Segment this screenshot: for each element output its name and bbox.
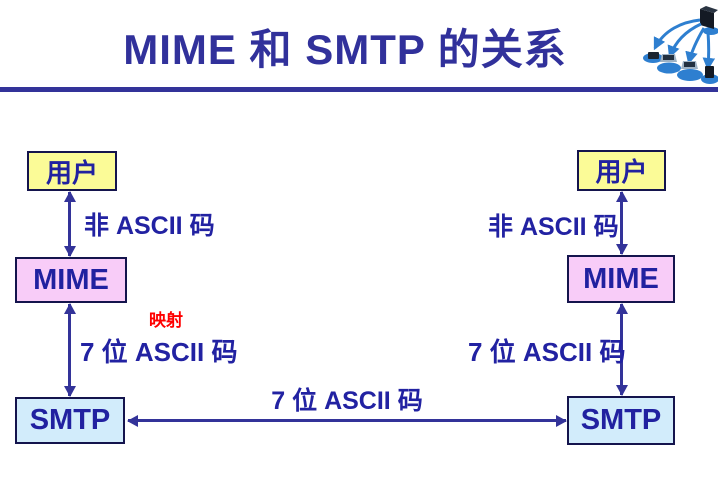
left-mime-smtp-arrow-label: 7 位 ASCII 码 (80, 337, 238, 367)
network-logo-icon (643, 6, 718, 84)
right-smtp-box: SMTP (567, 396, 675, 445)
left-smtp-label: SMTP (29, 404, 111, 436)
right-mime-smtp-arrow (615, 303, 628, 396)
smtp-link-label: 7 位 ASCII 码 (271, 387, 423, 415)
left-mime-box: MIME (15, 257, 127, 303)
right-mime-smtp-arrow-label: 7 位 ASCII 码 (468, 337, 626, 367)
left-mime-label: MIME (33, 263, 109, 296)
right-smtp-label: SMTP (580, 404, 662, 436)
left-user-label: 用户 (45, 157, 98, 188)
right-mime-box: MIME (567, 255, 675, 303)
left-user-mime-arrow (63, 191, 76, 257)
left-user-box: 用户 (27, 151, 117, 191)
page-title: MIME 和 SMTP 的关系 (123, 26, 567, 73)
right-mime-label: MIME (583, 262, 659, 295)
right-user-box: 用户 (577, 150, 666, 191)
left-user-mime-arrow-label: 非 ASCII 码 (84, 212, 215, 240)
right-user-mime-arrow-label: 非 ASCII 码 (488, 213, 619, 241)
title-divider (0, 87, 718, 92)
mapping-label: 映射 (149, 311, 183, 330)
left-mime-smtp-arrow (63, 303, 76, 397)
smtp-link-arrow (127, 414, 567, 427)
left-smtp-box: SMTP (15, 397, 125, 444)
right-user-label: 用户 (595, 157, 648, 187)
right-user-mime-arrow (615, 191, 628, 255)
